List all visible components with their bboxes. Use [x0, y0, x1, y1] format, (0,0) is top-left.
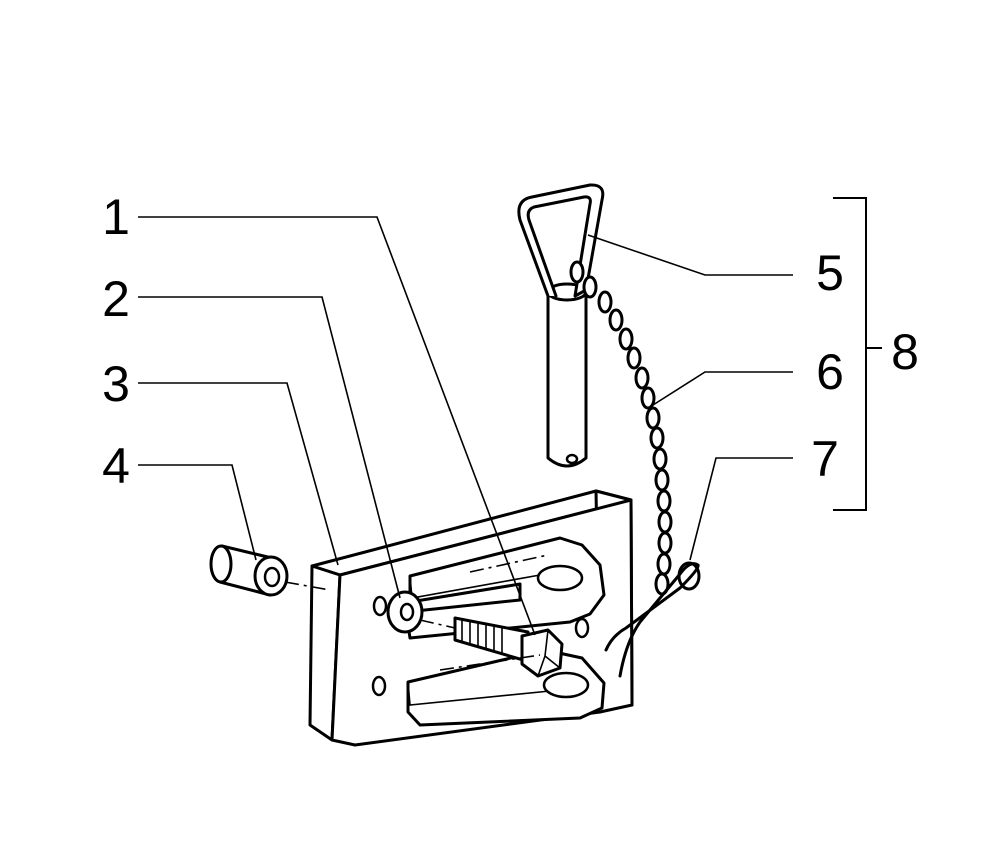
lower-jaw-pin-hole	[542, 671, 590, 699]
washer	[386, 590, 424, 634]
leader-line-4	[138, 464, 257, 561]
leader-line-6	[652, 371, 793, 406]
leader-line-3	[138, 382, 339, 566]
callout-3: 3	[102, 356, 130, 412]
callout-5: 5	[816, 245, 844, 301]
bolt	[453, 616, 564, 678]
bolt-center-line	[419, 619, 456, 629]
callout-2: 2	[102, 271, 130, 327]
leader-line-7	[689, 457, 793, 561]
plate-hole	[574, 617, 590, 639]
callout-7: 7	[811, 431, 839, 487]
spring-clip	[604, 561, 701, 678]
group-bracket-8	[833, 197, 882, 511]
upper-jaw-pin-hole	[536, 564, 584, 592]
callout-8: 8	[891, 324, 919, 380]
callout-4: 4	[102, 438, 130, 494]
chain	[569, 260, 673, 596]
leader-lines	[138, 197, 882, 636]
plate-hole	[371, 675, 387, 697]
leader-line-2	[138, 296, 401, 599]
plate-hole	[372, 595, 388, 617]
callout-6: 6	[816, 344, 844, 400]
pin-axis-line-lower	[439, 654, 541, 671]
drawbar-pin	[517, 183, 605, 468]
leader-line-1	[138, 216, 536, 636]
leader-line-5	[587, 234, 793, 276]
pin-axis-line	[469, 554, 549, 573]
spacer-sleeve	[209, 544, 289, 597]
spacer-center-line	[284, 581, 331, 591]
callout-1: 1	[102, 189, 130, 245]
